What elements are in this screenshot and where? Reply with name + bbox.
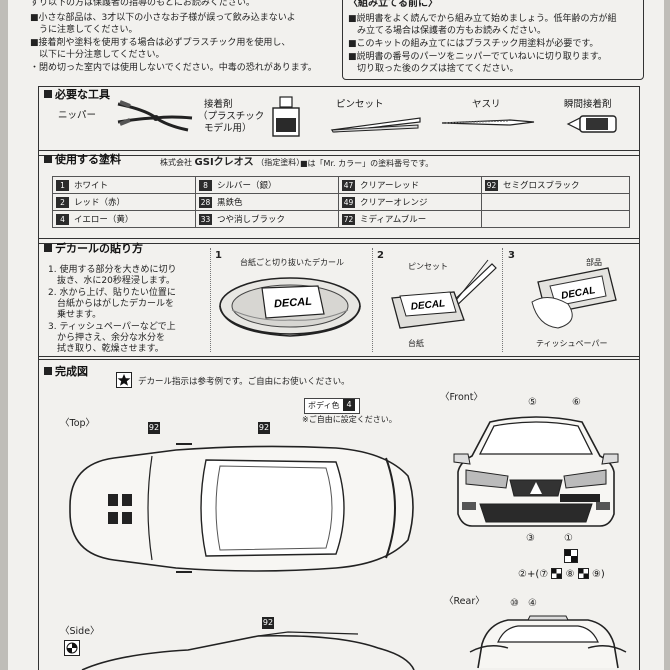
tweezers-label: ピンセット <box>336 99 384 110</box>
top-view-label: 〈Top〉 <box>60 418 96 429</box>
decal-step-line: 2. 水から上げ、貼りたい位置に <box>48 288 176 298</box>
note-line: うに注意してください。 <box>30 25 138 35</box>
decal-step-line: 1. 使用する部分を大きめに切り <box>48 265 177 275</box>
star-note: デカール指示は参考例です。ご自由にお使いください。 <box>138 377 350 387</box>
car-side-view <box>81 631 415 670</box>
decal-number-4: ④ <box>528 598 537 609</box>
before-assembly-line: 切り取った後のクズは捨ててください。 <box>348 64 519 74</box>
side-view-label: 〈Side〉 <box>60 626 100 637</box>
checker-icon <box>564 549 578 563</box>
before-assembly-box <box>342 0 644 80</box>
completed-header: 完成図 <box>44 365 88 379</box>
decal-number-badge: 92 <box>148 422 160 434</box>
decal-number-1: ① <box>564 533 573 544</box>
instant-glue-icon <box>566 115 617 133</box>
before-assembly-line: み立てる場合は保護者の方もお読みください。 <box>348 26 547 36</box>
nipper-icon <box>117 100 193 132</box>
tweezers-icon <box>330 117 421 133</box>
before-assembly-line: ■説明書の番号のパーツをニッパーでていねいに切り取ります。 <box>348 52 607 62</box>
body-color-label: ボディ色 <box>308 401 340 410</box>
decal-step-line: 拭き取り、乾燥させます。 <box>48 344 164 354</box>
decal-number-3: ③ <box>526 533 535 544</box>
note-line: ■小さな部品は、3才以下の小さなお子様が誤って飲み込まないよ <box>30 13 296 23</box>
panel3-tissue-label: ティッシュペーパー <box>536 339 608 348</box>
panel-step-number: 1 <box>215 250 222 261</box>
panel2-tweezers-label: ピンセット <box>408 262 448 271</box>
note-line: 以下に十分注意してください。 <box>30 50 165 60</box>
instruction-sheet: すり以下の方は保護者の指導のもとにお読みください。 ■小さな部品は、3才以下の小… <box>8 0 664 670</box>
decal-step-line: 抜き、水に20秒程浸します。 <box>48 276 175 286</box>
press-decal-illustration: DECAL <box>531 267 617 329</box>
paints-section <box>38 150 640 244</box>
panel1-label: 台紙ごと切り抜いたデカール <box>240 258 344 267</box>
completed-section <box>38 356 640 670</box>
decal-number-badge: 92 <box>262 617 274 629</box>
note-line: すり以下の方は保護者の指導のもとにお読みください。 <box>30 0 255 8</box>
mr-color-note: ■は「Mr. カラー」の塗料番号です。 <box>300 159 434 168</box>
checker-icon <box>551 568 563 579</box>
panel3-part-label: 部品 <box>586 258 602 267</box>
glue-label: （プラスチック <box>198 111 265 122</box>
decal-step-line: から押さえ、余分な水分を <box>48 333 166 343</box>
car-top-view <box>69 443 414 573</box>
divider <box>372 248 374 352</box>
divider <box>502 248 504 352</box>
front-view-label: 〈Front〉 <box>440 392 484 403</box>
divider <box>210 248 212 352</box>
car-rear-view <box>469 615 627 669</box>
decal-step-line: 3. ティッシュペーパーなどで上 <box>48 322 176 332</box>
note-line: ■接着剤や塗料を使用する場合は必ずプラスチック用を使用し、 <box>30 38 291 48</box>
glue-bottle-icon <box>272 96 300 137</box>
water-dish-illustration: DECAL <box>219 277 361 337</box>
decal-step-line: 乗せます。 <box>48 310 102 320</box>
panel-step-number: 3 <box>508 250 515 261</box>
paints-header: 使用する塗料 <box>44 153 121 167</box>
before-assembly-line: ■このキットの組み立てにはプラスチック用塗料が必要です。 <box>348 39 599 49</box>
decal-word: DECAL <box>274 296 313 311</box>
decal-number-6: ⑥ <box>572 397 581 408</box>
decal-section <box>38 238 640 360</box>
body-color-number: 4 <box>343 399 355 411</box>
decal-number-5: ⑤ <box>528 397 537 408</box>
file-label: ヤスリ <box>472 99 501 110</box>
car-front-view <box>453 416 619 527</box>
checker-icon <box>577 568 589 579</box>
body-color-note: ※ご自由に設定ください。 <box>302 415 397 424</box>
decal-header: デカールの貼り方 <box>44 242 143 256</box>
tools-header: 必要な工具 <box>44 88 110 102</box>
instant-glue-label: 瞬間接着剤 <box>564 99 612 110</box>
checker-icon <box>64 640 80 656</box>
tools-section <box>38 86 640 156</box>
decal-word: DECAL <box>410 298 445 313</box>
paint-maker: 株式会社 GSIクレオス （指定塗料） <box>160 157 305 168</box>
before-assembly-title: 〈組み立てる前に〉 <box>348 0 438 9</box>
nipper-label: ニッパー <box>58 110 97 121</box>
apply-decal-illustration: DECAL <box>391 259 497 329</box>
glue-label: 接着剤 <box>204 99 233 110</box>
before-assembly-line: ■説明書をよく読んでから組み立て始めましょう。低年齢の方が組 <box>348 14 617 24</box>
decal-combo: ②+(⑦ ⑧ ⑨) <box>518 568 605 580</box>
file-icon <box>441 119 535 126</box>
glue-label: モデル用） <box>204 123 252 134</box>
panel-step-number: 2 <box>377 250 384 261</box>
panel2-backing-label: 台紙 <box>408 339 424 348</box>
decal-number-10: ⑩ <box>510 598 519 609</box>
note-line: ・閉め切った室内では使用しないでください。中毒の恐れがあります。 <box>30 63 317 73</box>
decal-number-badge: 92 <box>258 422 270 434</box>
star-icon <box>116 372 132 388</box>
decal-step-line: 台紙からはがしたデカールを <box>48 299 175 309</box>
rear-view-label: 〈Rear〉 <box>444 596 485 607</box>
